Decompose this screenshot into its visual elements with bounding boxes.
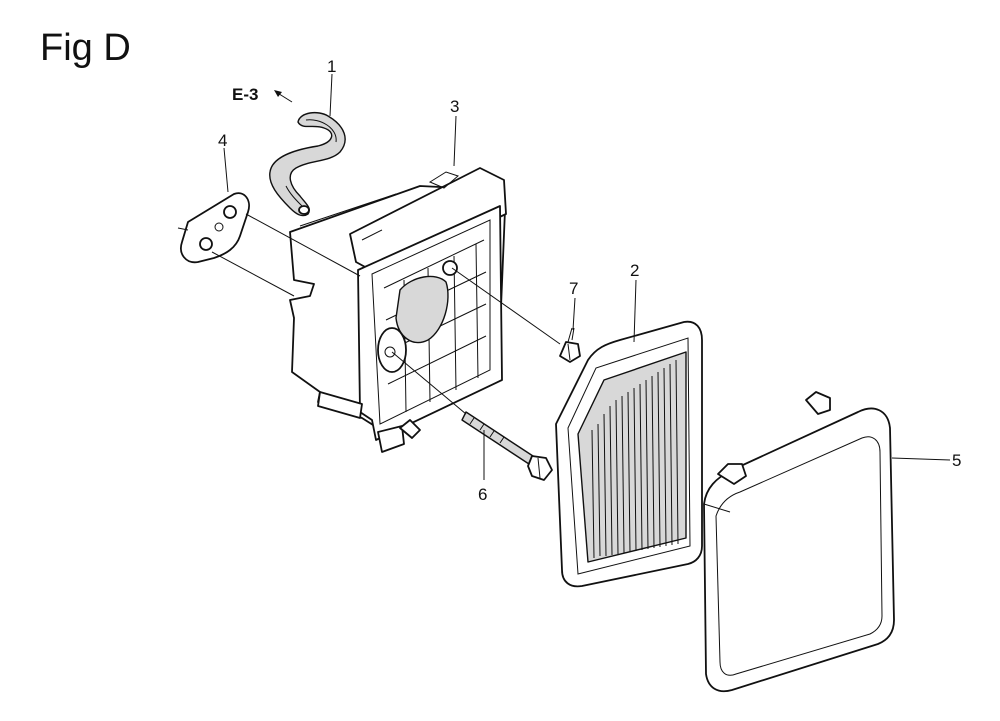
callout-5: 5 (952, 451, 961, 470)
callout-2: 2 (630, 261, 639, 280)
leader-lines (177, 73, 951, 480)
figure-title: Fig D (40, 27, 131, 69)
air-cleaner-case-icon (289, 167, 507, 453)
callout-3: 3 (450, 97, 459, 116)
short-bolt-icon (559, 327, 581, 363)
reference-arrow-icon (274, 90, 293, 103)
air-filter-element-icon (555, 320, 703, 588)
air-cleaner-cover-icon (703, 391, 895, 693)
callout-4: 4 (218, 131, 227, 150)
callout-6: 6 (478, 485, 487, 504)
callout-7: 7 (569, 279, 578, 298)
breather-tube-icon (269, 111, 346, 217)
gasket-icon (180, 192, 250, 264)
reference-label: E-3 (232, 85, 258, 104)
long-bolt-icon (461, 411, 553, 481)
callout-1: 1 (327, 57, 336, 76)
